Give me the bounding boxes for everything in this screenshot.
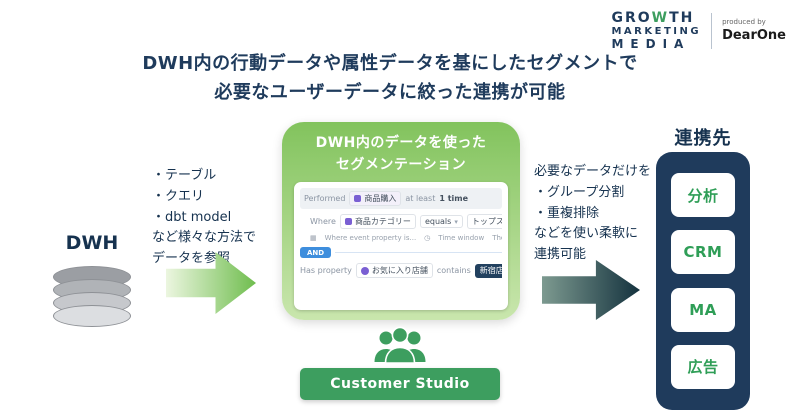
and-divider-row: AND — [300, 247, 502, 258]
note-line: ・テーブル — [152, 168, 217, 183]
dearone-logo: DearOne — [722, 28, 786, 44]
performed-label: Performed — [304, 194, 346, 203]
performed-condition-row: Performed 商品購入 at least 1 time — [300, 188, 502, 209]
customer-studio-label: Customer Studio — [330, 376, 470, 392]
has-property-row: Has property お気に入り店舗 contains 新宿店、池袋店、渋谷… — [300, 263, 502, 278]
customer-studio-banner: Customer Studio — [300, 368, 500, 400]
database-disk — [53, 305, 131, 327]
logo-divider — [711, 12, 713, 49]
time-window-hint: Time window — [438, 234, 485, 242]
times-value: 1 time — [439, 194, 469, 203]
property-icon — [344, 218, 352, 225]
note-line: ・重複排除 — [534, 205, 600, 221]
store-values-pill: 新宿店、池袋店、渋谷店 — [474, 263, 502, 278]
note-line: などを使い柔軟に — [534, 226, 639, 242]
event-property-hint: Where event property is... — [324, 234, 417, 242]
condition-hints-row: ▦ Where event property is... ◷ Time wind… — [310, 234, 502, 242]
logo-growth-pre: GRO — [611, 10, 652, 26]
segmentation-box-title: DWH内のデータを使った セグメンテーション — [282, 122, 520, 176]
title-line-2: 必要なユーザーデータに絞った連携が可能 — [214, 81, 566, 103]
note-line: ・dbt model — [152, 209, 232, 225]
logo-media-line: MEDIA — [611, 36, 691, 51]
flow-arrow-right — [542, 260, 640, 320]
destination-crm: CRM — [671, 230, 735, 275]
produced-by-label: produced by — [722, 18, 766, 27]
output-notes: 必要なデータだけを ・グループ分割 ・重複排除 などを使い柔軟に 連携可能 — [534, 162, 651, 266]
then-perform-hint: Then perf... — [492, 234, 502, 242]
destination-ma: MA — [671, 287, 735, 332]
note-line: データを参照 — [152, 251, 231, 267]
seg-title-line-1: DWH内のデータを使った — [315, 135, 487, 151]
users-group-icon — [371, 324, 429, 370]
performed-event-pill: 商品購入 — [349, 191, 402, 206]
event-icon — [354, 195, 362, 202]
logo-growth-line: GROWTH — [611, 10, 701, 26]
database-icon — [46, 266, 138, 327]
destinations-panel: 分析 CRM MA 広告 — [656, 152, 750, 410]
dwh-source: DWH — [46, 232, 138, 327]
where-value-pill: トップス — [466, 214, 502, 229]
logo-green-w: W — [651, 10, 670, 26]
segmentation-ui-mockup: Performed 商品購入 at least 1 time Where 商品カ… — [294, 182, 508, 310]
note-line: ・クエリ — [152, 188, 205, 204]
note-line: 必要なデータだけを — [534, 164, 652, 179]
segmentation-box: DWH内のデータを使った セグメンテーション Performed 商品購入 at… — [282, 122, 520, 320]
destinations-title: 連携先 — [674, 128, 732, 149]
chevron-down-icon: ▾ — [454, 217, 458, 226]
dwh-access-notes: ・テーブル ・クエリ ・dbt model など様々な方法で データを参照 — [152, 166, 256, 270]
seg-title-line-2: セグメンテーション — [335, 156, 467, 173]
note-line: など様々な方法で — [152, 230, 257, 246]
destination-ads: 広告 — [671, 344, 735, 389]
logo-growth-post: TH — [669, 10, 695, 26]
and-badge: AND — [300, 247, 332, 258]
title-line-1: DWH内の行動データや属性データを基にしたセグメントで — [142, 53, 638, 74]
growth-marketing-media-logo: GROWTH MARKETING MEDIA — [611, 10, 701, 51]
where-condition-row: Where 商品カテゴリー equals ▾ トップス — [310, 214, 502, 229]
page-title: DWH内の行動データや属性データを基にしたセグメントで 必要なユーザーデータに絞… — [0, 50, 780, 108]
where-label: Where — [310, 217, 336, 226]
at-least-label: at least — [405, 194, 436, 203]
where-value-text: トップス — [471, 217, 502, 226]
has-property-field-name: お気に入り店舗 — [371, 266, 428, 275]
dwh-label: DWH — [65, 232, 119, 254]
event-property-icon: ▦ — [310, 234, 317, 242]
has-property-label: Has property — [300, 266, 352, 275]
destination-analytics: 分析 — [671, 173, 735, 218]
where-field-name: 商品カテゴリー — [354, 217, 411, 226]
logo-marketing-line: MARKETING — [611, 26, 702, 38]
note-line: ・グループ分割 — [534, 184, 625, 200]
where-field-pill: 商品カテゴリー — [339, 214, 416, 229]
where-operator-select: equals ▾ — [419, 215, 463, 228]
time-window-icon: ◷ — [424, 234, 431, 242]
performed-event-name: 商品購入 — [364, 194, 397, 203]
produced-by-block: produced by DearOne — [722, 18, 786, 43]
note-line: 連携可能 — [534, 247, 587, 263]
has-property-field-pill: お気に入り店舗 — [355, 263, 433, 278]
favorite-store-icon — [360, 266, 369, 275]
divider-line — [335, 252, 502, 253]
brand-logo: GROWTH MARKETING MEDIA produced by DearO… — [611, 10, 786, 51]
contains-operator: contains — [436, 266, 471, 275]
where-operator-value: equals — [424, 217, 452, 226]
